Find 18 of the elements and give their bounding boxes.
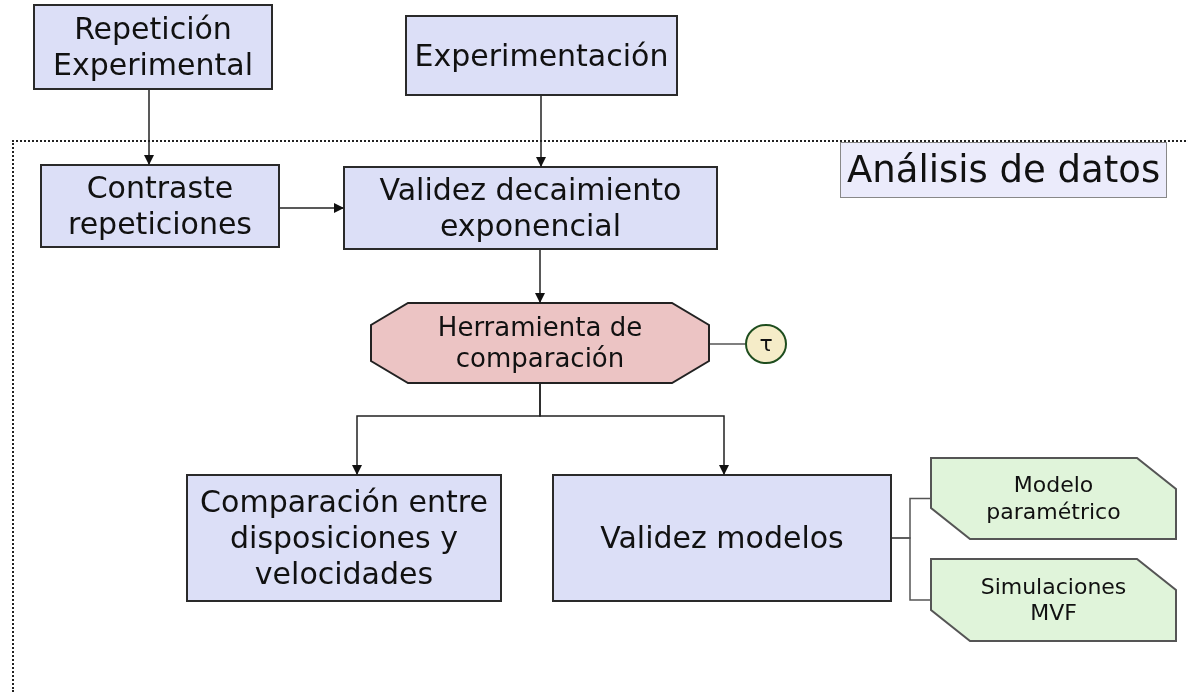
- arrow: [535, 249, 545, 303]
- arrow: [539, 383, 729, 475]
- data-card: Simulaciones MVF: [930, 558, 1177, 642]
- region-title: Análisis de datos: [840, 142, 1168, 198]
- connector-line: [891, 537, 931, 601]
- process-box: Contraste repeticiones: [40, 164, 280, 248]
- arrow: [144, 89, 154, 165]
- process-box: Repetición Experimental: [33, 4, 273, 90]
- symbol-circle: τ: [745, 324, 787, 364]
- octagon-shape: Herramienta de comparación: [370, 302, 710, 384]
- data-card: Modelo paramétrico: [930, 457, 1177, 540]
- process-box: Validez modelos: [552, 474, 892, 602]
- process-box: Comparación entre disposiciones y velocidades: [186, 474, 502, 602]
- connector-line: [709, 343, 746, 345]
- arrow: [279, 203, 344, 213]
- process-box: Validez decaimiento exponencial: [343, 166, 718, 250]
- process-box: Experimentación: [405, 15, 678, 96]
- arrow: [536, 95, 546, 167]
